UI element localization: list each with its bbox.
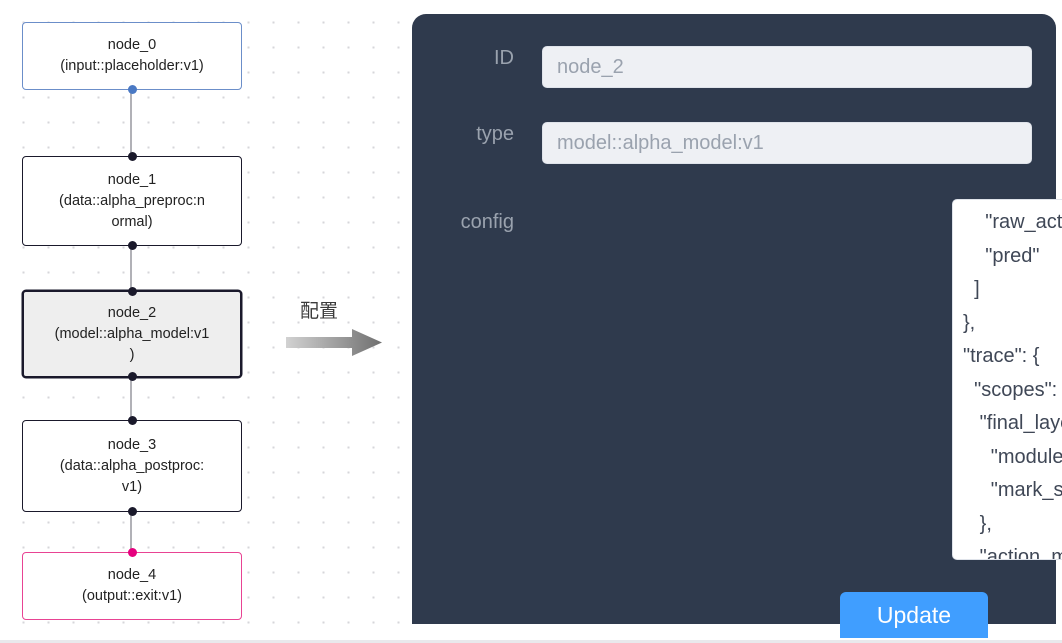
edge-node0-node1 (130, 90, 132, 158)
graph-node-node_1[interactable]: node_1 (data::alpha_preproc:n ormal) (22, 152, 242, 250)
node-title: node_3 (107, 436, 157, 453)
node-subtitle-cont: ) (129, 346, 135, 363)
node-port-target[interactable] (127, 548, 137, 557)
node-port-target[interactable] (127, 287, 137, 296)
type-input[interactable]: model::alpha_model:v1 (542, 122, 1032, 164)
type-row: type model::alpha_model:v1 (412, 122, 1056, 164)
config-textarea[interactable]: "raw_action", "pred" ] }, "trace": { "sc… (952, 199, 1062, 560)
node-title: node_1 (107, 171, 157, 188)
arrow-icon (286, 329, 382, 356)
graph-node-node_4[interactable]: node_4 (output::exit:v1) (22, 548, 242, 620)
graph-node-node_3[interactable]: node_3 (data::alpha_postproc: v1) (22, 416, 242, 516)
arrow-label: 配置 (300, 300, 339, 322)
node-subtitle: (data::alpha_preproc:n (59, 192, 205, 209)
node-subtitle: (data::alpha_postproc: (59, 457, 205, 474)
graph-node-node_2[interactable]: node_2 (model::alpha_model:v1 ) (22, 287, 242, 381)
node-subtitle-cont: v1) (121, 478, 143, 495)
id-label: ID (494, 47, 514, 69)
type-label: type (476, 123, 514, 145)
node-subtitle: (input::placeholder:v1) (60, 58, 204, 74)
edge-node3-node4 (130, 512, 132, 552)
node-port-source[interactable] (127, 372, 137, 381)
node-title: node_0 (107, 37, 157, 53)
id-input[interactable]: node_2 (542, 46, 1032, 88)
viewport-bottom-edge (0, 640, 1062, 643)
node-subtitle: (output::exit:v1) (82, 588, 182, 604)
config-textarea-content[interactable]: "raw_action", "pred" ] }, "trace": { "sc… (963, 211, 1062, 559)
graph-node-node_0[interactable]: node_0 (input::placeholder:v1) (22, 22, 242, 94)
node-port-target[interactable] (127, 416, 137, 425)
node-subtitle-cont: ormal) (111, 213, 153, 230)
id-row: ID node_2 (412, 46, 1056, 88)
node-port-source[interactable] (127, 85, 137, 94)
update-button[interactable]: Update (840, 592, 988, 638)
node-title: node_4 (107, 567, 157, 583)
config-label: config (460, 211, 514, 233)
edge-node2-node3 (130, 377, 132, 418)
transition-arrow-group: 配置 (286, 296, 396, 366)
node-title: node_2 (107, 304, 157, 321)
node-config-panel: ID node_2 type model::alpha_model:v1 con… (412, 14, 1062, 638)
node-port-source[interactable] (127, 507, 137, 516)
node-subtitle: (model::alpha_model:v1 (54, 325, 210, 342)
node-port-target[interactable] (127, 152, 137, 161)
node-port-source[interactable] (127, 241, 137, 250)
edge-node1-node2 (130, 245, 132, 295)
